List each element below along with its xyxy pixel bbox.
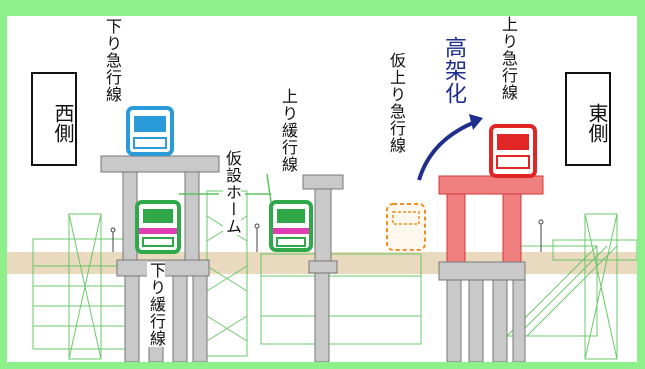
orange-dashed-train-icon — [386, 203, 426, 251]
temporary-up-express-line-label: 仮上り急行線 — [387, 52, 406, 154]
east-side-label: 東側 — [565, 72, 611, 166]
up-express-line-label: 上り急行線 — [499, 16, 518, 101]
cross-section-drawing — [7, 106, 637, 362]
middle-pier-structure — [302, 174, 344, 362]
diagram-canvas: 西側 東側 下り急行線 上り緩行線 仮設ホーム 下り緩行線 仮上り急行線 高架化… — [7, 16, 637, 362]
blue-train-icon — [126, 106, 174, 156]
green-train-icon-up-slow — [269, 200, 313, 252]
elevation-arrow — [417, 114, 483, 181]
red-train-icon — [489, 124, 537, 178]
up-slow-line-label: 上り緩行線 — [279, 88, 298, 173]
down-slow-line-label: 下り緩行線 — [147, 262, 166, 347]
west-side-label: 西側 — [31, 72, 77, 166]
temporary-platform-label: 仮設ホーム — [223, 150, 242, 235]
leader-lines — [179, 173, 272, 203]
down-express-line-label: 下り急行線 — [103, 18, 122, 103]
green-train-icon-down-slow — [135, 200, 181, 254]
elevation-label: 高架化 — [441, 36, 466, 105]
east-pier-foundation — [438, 261, 526, 362]
east-new-elevated-structure — [438, 175, 544, 265]
pole-markers — [110, 219, 544, 252]
